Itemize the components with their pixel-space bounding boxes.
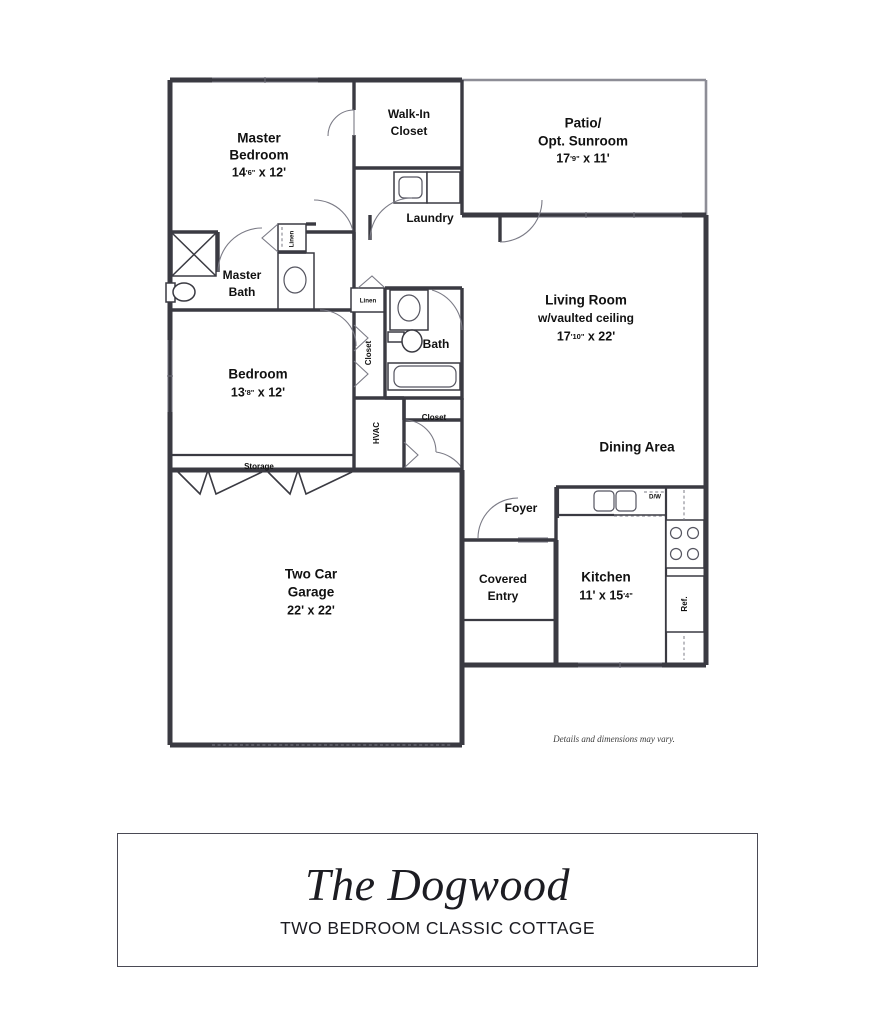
dimension-living-room: 17'10" x 22'	[557, 329, 615, 343]
svg-text:Bedroom: Bedroom	[228, 367, 287, 382]
vanity-master-bath	[277, 252, 315, 310]
room-label-walk-in-closet: Walk-In Closet	[388, 107, 430, 138]
dimension-patio-sunroom: 17'9" x 11'	[556, 151, 610, 165]
linen-closet-hall	[350, 275, 386, 313]
room-label-living-room: Living Room w/vaulted ceiling 17'10" x 2…	[537, 293, 634, 344]
label-hvac: HVAC	[372, 422, 381, 444]
room-label-bath: Bath	[423, 337, 450, 351]
svg-text:Master: Master	[223, 268, 262, 282]
linen-closet-master	[261, 223, 307, 254]
bathtub-hall-bath	[387, 362, 461, 391]
svg-text:Entry: Entry	[488, 589, 519, 603]
plan-subtitle: TWO BEDROOM CLASSIC COTTAGE	[280, 917, 595, 938]
svg-text:Patio/: Patio/	[565, 116, 602, 131]
disclaimer-text: Details and dimensions may vary.	[552, 734, 675, 744]
svg-text:Garage: Garage	[288, 585, 335, 600]
label-dishwasher: D/W	[649, 494, 661, 501]
dimension-garage: 22' x 22'	[287, 603, 335, 617]
window-living-room-sliders	[538, 212, 682, 218]
floor-plan-drawing: .w { stroke:#3a3a42; fill:none; stroke-l…	[165, 77, 709, 748]
title-block: The Dogwood TWO BEDROOM CLASSIC COTTAGE	[117, 833, 758, 967]
svg-text:Two Car: Two Car	[285, 567, 338, 582]
svg-text:Covered: Covered	[479, 572, 527, 586]
room-label-bedroom: Bedroom 13'8" x 12'	[228, 367, 287, 400]
svg-text:Laundry: Laundry	[406, 211, 454, 225]
svg-text:Closet: Closet	[391, 124, 428, 138]
svg-text:Bath: Bath	[229, 285, 256, 299]
label-closet-hall: Closet	[422, 413, 447, 422]
room-label-master-bedroom: Master Bedroom 14'6" x 12'	[229, 131, 288, 180]
kitchen-cabinet-run	[664, 487, 705, 665]
room-label-garage: Two Car Garage 22' x 22'	[285, 567, 338, 618]
label-closet-bedroom: Closet	[364, 340, 373, 365]
dimension-bedroom: 13'8" x 12'	[231, 385, 285, 399]
toilet-hall-bath	[387, 329, 423, 353]
floor-plan-svg: .w { stroke:#3a3a42; fill:none; stroke-l…	[165, 77, 709, 748]
svg-text:Opt. Sunroom: Opt. Sunroom	[538, 134, 628, 149]
vanity-hall-bath	[389, 289, 429, 331]
room-label-covered-entry: Covered Entry	[479, 572, 527, 603]
room-label-patio-sunroom: Patio/ Opt. Sunroom 17'9" x 11'	[538, 116, 628, 166]
label-linen-master: Linen	[289, 231, 296, 248]
window-master-bedroom	[212, 77, 318, 83]
shower-master-bath	[171, 232, 217, 277]
svg-text:w/vaulted ceiling: w/vaulted ceiling	[537, 311, 634, 325]
room-label-kitchen: Kitchen 11' x 15'4"	[579, 570, 633, 603]
toilet-master-bath	[165, 282, 196, 303]
window-bedroom	[167, 340, 173, 412]
laundry-appliances	[393, 171, 461, 204]
svg-text:Master: Master	[237, 131, 281, 146]
svg-text:Kitchen: Kitchen	[581, 570, 631, 585]
plan-name: The Dogwood	[305, 858, 570, 910]
svg-text:Walk-In: Walk-In	[388, 107, 430, 121]
dimension-kitchen: 11' x 15'4"	[579, 588, 633, 602]
svg-text:Living Room: Living Room	[545, 293, 627, 308]
room-label-foyer: Foyer	[505, 501, 538, 515]
label-storage: Storage	[244, 462, 274, 471]
room-label-master-bath: Master Bath	[223, 268, 262, 299]
room-label-dining-area: Dining Area	[599, 440, 675, 455]
room-label-laundry: Laundry	[406, 211, 454, 225]
dimension-master-bedroom: 14'6" x 12'	[232, 165, 286, 179]
label-refrigerator: Ref.	[680, 596, 689, 611]
garage-truss-indication	[177, 467, 353, 496]
label-linen-hall: Linen	[360, 298, 377, 305]
svg-text:Bedroom: Bedroom	[229, 148, 288, 163]
